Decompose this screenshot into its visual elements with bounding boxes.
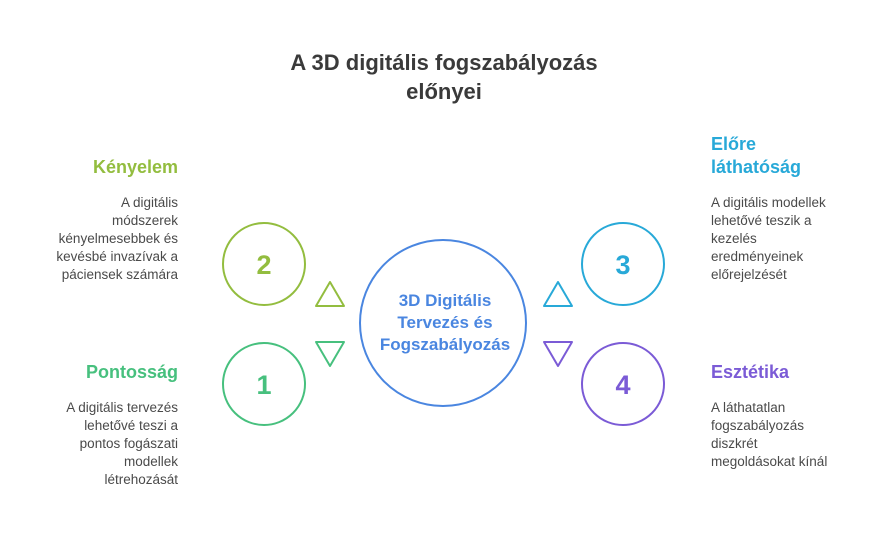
item-circle-4 <box>581 342 665 426</box>
item-number-2: 2 <box>256 250 271 280</box>
description-line: A digitális tervezés <box>66 400 178 415</box>
description-line: előrejelzését <box>711 267 787 282</box>
heading-line: láthatóság <box>711 157 802 177</box>
item-heading-4: Esztétika <box>711 361 861 384</box>
description-line: pontos fogászati <box>79 436 178 451</box>
description-line: páciensek számára <box>61 267 178 282</box>
description-line: modellek <box>123 454 178 469</box>
triangle-up-icon <box>543 281 573 307</box>
title-line: A 3D digitális fogszabályozás <box>290 50 598 75</box>
heading-line: Kényelem <box>92 157 178 177</box>
description-line: kevésbé invazívak a <box>56 249 178 264</box>
center-label: 3D Digitális Tervezés és Fogszabályozás <box>362 290 528 356</box>
heading-line: Előre <box>711 134 757 154</box>
item-heading-1: Pontosság <box>40 361 178 384</box>
description-line: lehetővé teszik a <box>711 213 812 228</box>
item-description-2: A digitális módszerek kényelmesebbek és … <box>20 194 178 284</box>
center-circle <box>359 239 527 407</box>
triangle-down-icon <box>543 341 573 367</box>
center-label-line: Fogszabályozás <box>379 335 511 354</box>
heading-line: Pontosság <box>85 362 178 382</box>
diagram-title: A 3D digitális fogszabályozás előnyei <box>0 48 888 106</box>
item-heading-3: Előre láthatóság <box>711 133 861 179</box>
title-line: előnyei <box>406 79 482 104</box>
description-line: eredményeinek <box>711 249 804 264</box>
item-heading-2: Kényelem <box>40 156 178 179</box>
description-line: módszerek <box>111 213 178 228</box>
item-number-4: 4 <box>615 370 630 400</box>
item-circle-1 <box>222 342 306 426</box>
description-line: A láthatatlan <box>711 400 786 415</box>
description-line: megoldásokat kínál <box>711 454 828 469</box>
item-circle-2 <box>222 222 306 306</box>
description-line: A digitális modellek <box>711 195 826 210</box>
description-line: A digitális <box>120 195 178 210</box>
item-number-3: 3 <box>615 250 630 280</box>
description-line: lehetővé teszi a <box>84 418 178 433</box>
item-description-4: A láthatatlan fogszabályozás diszkrét me… <box>711 399 871 471</box>
description-line: diszkrét <box>711 436 758 451</box>
triangle-up-icon <box>315 281 345 307</box>
center-label-line: Tervezés és <box>397 313 493 332</box>
item-description-3: A digitális modellek lehetővé teszik a k… <box>711 194 871 284</box>
heading-line: Esztétika <box>711 362 790 382</box>
description-line: fogszabályozás <box>711 418 805 433</box>
description-line: kezelés <box>711 231 757 246</box>
description-line: létrehozását <box>104 472 178 487</box>
triangle-down-icon <box>315 341 345 367</box>
item-number-1: 1 <box>256 370 271 400</box>
item-description-1: A digitális tervezés lehetővé teszi a po… <box>20 399 178 489</box>
description-line: kényelmesebbek és <box>58 231 178 246</box>
center-label-line: 3D Digitális <box>398 291 492 310</box>
item-circle-3 <box>581 222 665 306</box>
